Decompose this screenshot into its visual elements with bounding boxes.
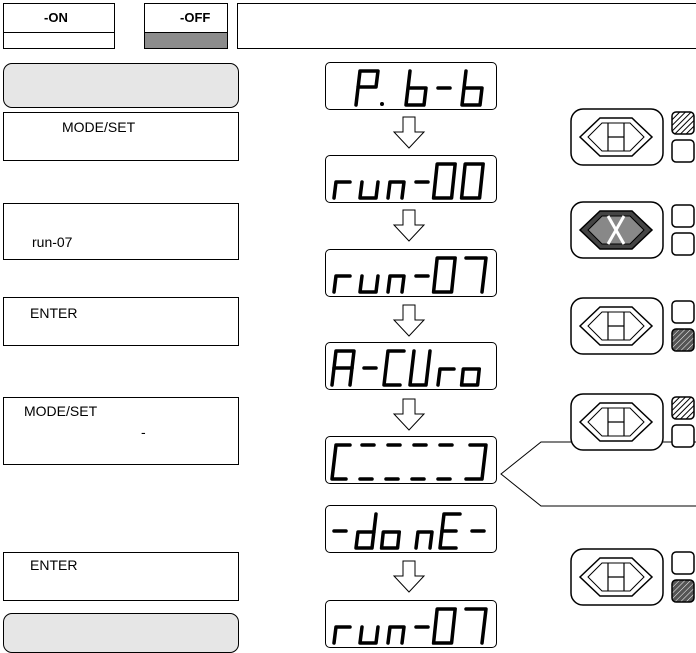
step5-box: ENTER (3, 552, 239, 601)
on-header-divider (4, 32, 114, 33)
step2-box: run-07 (3, 203, 239, 260)
off-header-fill (145, 32, 227, 48)
display-pbb-glyphs (354, 69, 484, 107)
keypad-icon-mode-pressed (570, 393, 695, 451)
display-done-glyphs (332, 512, 486, 550)
start-rounded-box (3, 63, 239, 108)
keypad-icon-enter-pressed (570, 297, 695, 355)
step4-box: MODE/SET - (3, 397, 239, 465)
keypad-icon-enter-pressed (570, 548, 695, 606)
end-rounded-box (3, 613, 239, 653)
display-pbb (325, 62, 497, 110)
step4-text: MODE/SET (24, 403, 98, 419)
off-header-box: -OFF (144, 3, 228, 49)
display-run07 (325, 249, 497, 297)
down-arrow-icon (392, 304, 426, 337)
down-arrow-icon (392, 560, 426, 593)
display-progress (325, 436, 497, 484)
step4-dash: - (141, 424, 146, 440)
off-label: -OFF (180, 10, 211, 25)
display-acuro-glyphs (330, 349, 482, 387)
step2-text: run-07 (32, 234, 73, 250)
display-run00-glyphs (332, 162, 485, 200)
down-arrow-icon (392, 398, 426, 431)
step5-text: ENTER (30, 557, 78, 573)
down-arrow-icon (392, 209, 426, 242)
keypad-icon-mode-pressed (570, 108, 695, 166)
display-run07-final-glyphs (332, 607, 488, 645)
display-acuro (325, 342, 497, 390)
display-run07-final (325, 600, 497, 648)
display-progress-glyphs (330, 443, 488, 481)
down-arrow-icon (392, 116, 426, 149)
step1-text: MODE/SET (62, 119, 136, 135)
step3-box: ENTER (3, 297, 239, 346)
step3-text: ENTER (30, 305, 78, 321)
display-run00 (325, 155, 497, 203)
header-wide-box (237, 3, 696, 49)
on-label: -ON (44, 10, 68, 25)
on-header-box: -ON (3, 3, 115, 49)
display-run07-glyphs (332, 256, 488, 294)
keypad-icon-arrows-pressed (570, 201, 695, 259)
step1-box: MODE/SET (3, 112, 239, 161)
display-done (325, 505, 497, 553)
